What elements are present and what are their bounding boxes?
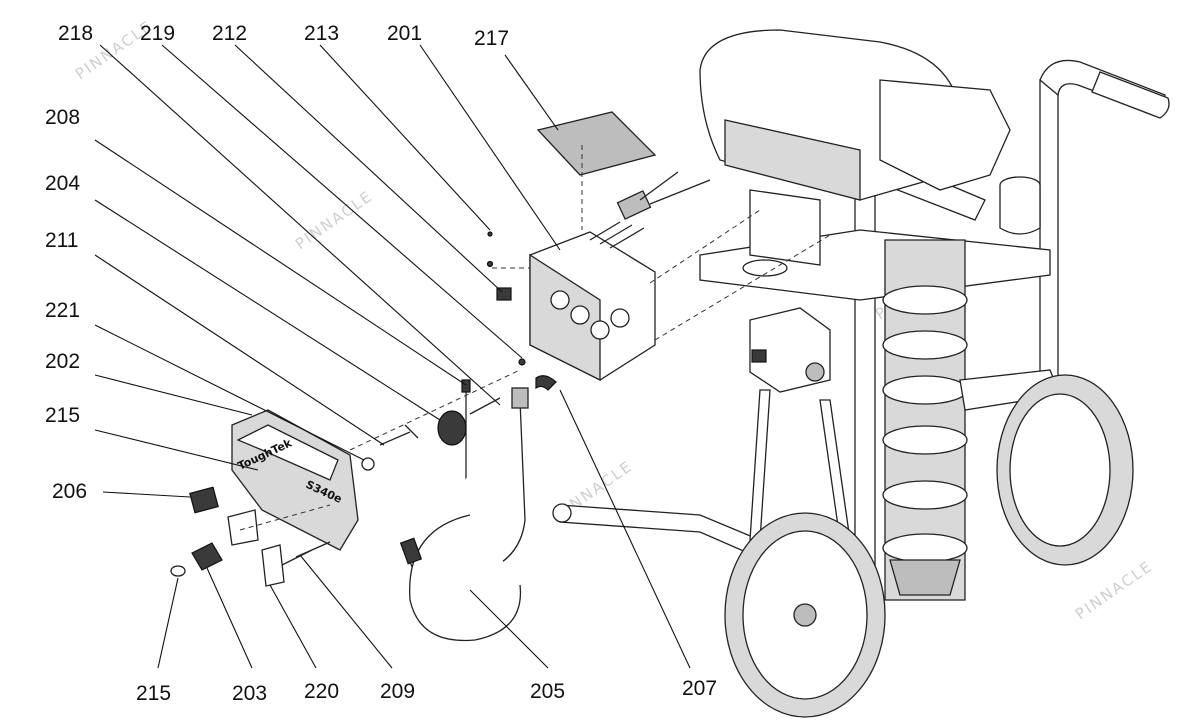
pump-ring-1 xyxy=(882,285,968,315)
pump-ring-3 xyxy=(882,375,968,405)
callout-213: 213 xyxy=(304,22,339,45)
switch-206 xyxy=(189,486,219,514)
leader-lines xyxy=(94,44,691,669)
callout-220: 220 xyxy=(304,680,339,703)
cord-strain-relief xyxy=(511,387,529,409)
screw-213b xyxy=(487,231,493,237)
wheel-rear-rim xyxy=(1009,393,1111,547)
leader-203 xyxy=(206,567,253,669)
screw-213 xyxy=(486,260,494,268)
pump-ring-5 xyxy=(882,480,968,510)
callout-202: 202 xyxy=(45,350,80,373)
pump-ring-4 xyxy=(882,425,968,455)
callout-203: 203 xyxy=(232,682,267,705)
leader-209 xyxy=(299,554,393,669)
callout-215a: 215 xyxy=(45,404,80,427)
pump-ring-2 xyxy=(882,330,968,360)
front-cover-202: ToughTek S340e xyxy=(170,409,359,587)
screw-219 xyxy=(518,358,526,366)
leader-202 xyxy=(94,374,253,416)
pressure-knob xyxy=(805,362,825,382)
pump-column xyxy=(884,239,966,601)
label-217 xyxy=(536,111,657,176)
leader-207 xyxy=(559,389,691,669)
mount-bracket xyxy=(749,189,821,266)
box-knockout-3 xyxy=(590,320,610,340)
leader-213 xyxy=(319,44,491,231)
svg-text:PINNACLE: PINNACLE xyxy=(1072,557,1156,623)
wheel-front-hub xyxy=(793,603,817,627)
bushing-207 xyxy=(535,375,557,391)
leader-201 xyxy=(419,44,561,251)
motor-housing-lower xyxy=(724,119,861,201)
plate-220a xyxy=(227,509,259,546)
callout-206: 206 xyxy=(52,480,87,503)
handle-grip xyxy=(1091,71,1170,119)
callout-218: 218 xyxy=(58,22,93,45)
box-knockout-2 xyxy=(570,305,590,325)
tray-hole xyxy=(742,259,788,277)
leader-219 xyxy=(161,44,523,359)
leg-left xyxy=(749,389,771,541)
cap-215 xyxy=(170,565,186,577)
wire-leads xyxy=(639,171,711,205)
dash-box-2 xyxy=(654,234,831,341)
leader-215a xyxy=(94,429,259,471)
pump-inlet xyxy=(889,559,961,596)
leader-208 xyxy=(94,139,467,386)
screw-209 xyxy=(281,541,331,566)
callout-208: 208 xyxy=(45,106,80,129)
leader-221 xyxy=(94,324,365,461)
knob-204 xyxy=(437,410,467,446)
leader-204 xyxy=(94,199,441,421)
tow-handle xyxy=(559,504,761,557)
leader-205 xyxy=(469,589,549,669)
dash-206 xyxy=(239,504,331,531)
callout-221: 221 xyxy=(45,299,80,322)
leader-218 xyxy=(99,44,501,406)
callout-207: 207 xyxy=(682,677,717,700)
control-box-side xyxy=(529,253,601,382)
dash-box-1 xyxy=(649,209,761,284)
callout-201: 201 xyxy=(387,22,422,45)
callout-209: 209 xyxy=(380,680,415,703)
callout-labels: 218 219 212 213 201 217 208 204 211 221 … xyxy=(45,22,717,705)
fitting-211 xyxy=(379,424,419,446)
pump-ring-6 xyxy=(882,533,968,563)
callout-211: 211 xyxy=(45,229,78,252)
front-cover-panel xyxy=(236,424,339,481)
callout-204: 204 xyxy=(45,172,80,195)
knob-203 xyxy=(191,542,223,571)
leader-220 xyxy=(269,584,317,669)
cord-coil xyxy=(409,514,522,642)
gearbox-housing xyxy=(879,79,1011,191)
callout-212: 212 xyxy=(212,22,247,45)
assembly-lines xyxy=(239,145,831,531)
power-cord-205 xyxy=(399,375,557,642)
callout-205: 205 xyxy=(530,680,565,703)
callout-215b: 215 xyxy=(136,682,171,705)
leader-217 xyxy=(504,54,559,131)
callout-219: 219 xyxy=(140,22,175,45)
control-switch xyxy=(751,349,767,363)
leader-206 xyxy=(102,491,191,498)
box-knockout-4 xyxy=(610,308,630,328)
sprayer-assembly xyxy=(552,29,1170,718)
plate-220b xyxy=(261,544,285,587)
leader-212 xyxy=(234,44,503,293)
cup-body xyxy=(999,185,1041,235)
lead-208 xyxy=(461,379,471,485)
dash-cover xyxy=(349,369,521,451)
washer-221 xyxy=(361,457,375,471)
box-wires xyxy=(589,221,645,249)
control-box-201 xyxy=(529,171,711,382)
leader-215b xyxy=(157,577,179,669)
tow-handle-end xyxy=(552,503,572,523)
callout-217: 217 xyxy=(474,27,509,50)
box-knockout-1 xyxy=(550,290,570,310)
leader-211 xyxy=(94,254,385,446)
cord-plug xyxy=(399,537,423,565)
